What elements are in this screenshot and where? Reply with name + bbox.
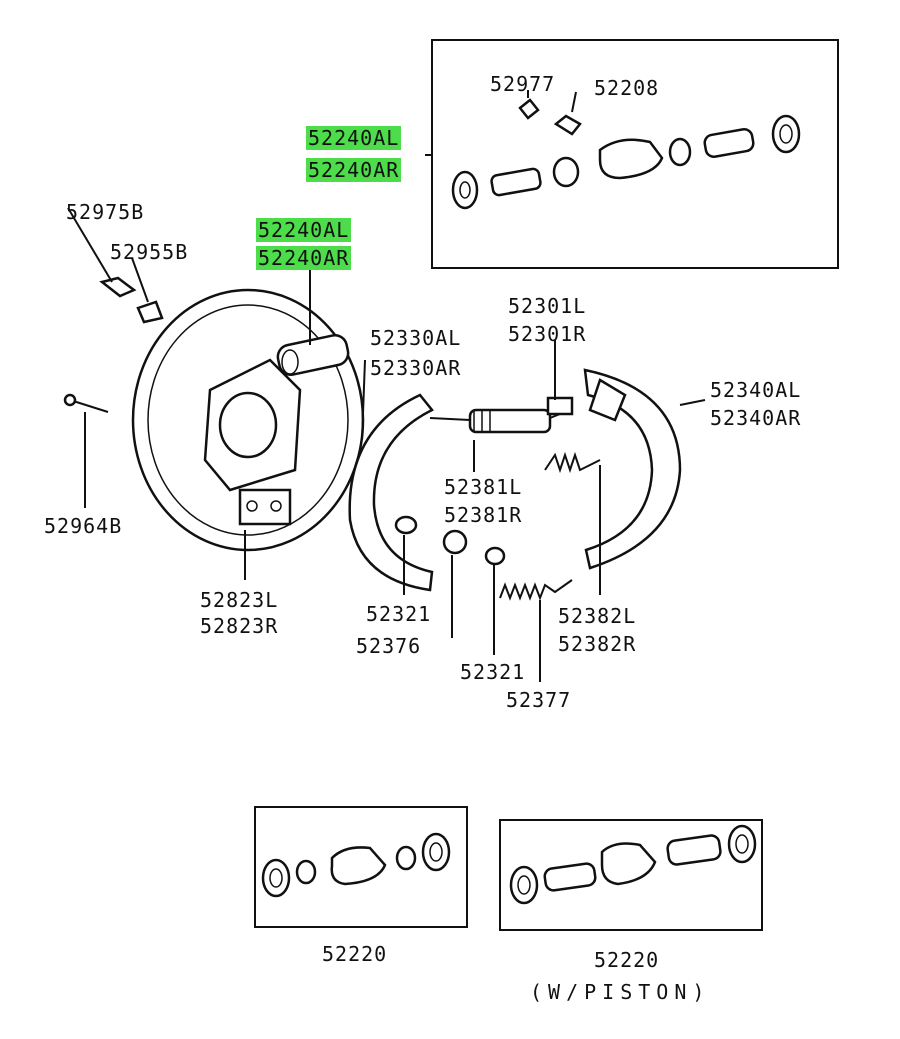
brake-shoes: [348, 368, 682, 592]
wheel-cylinder-exploded-box: [425, 39, 839, 269]
label-52321-b: 52321: [460, 660, 526, 684]
backing-plate: [131, 288, 365, 552]
label-52977: 52977: [490, 72, 556, 96]
label-52382l: 52382L: [558, 604, 637, 628]
label-52377: 52377: [506, 688, 572, 712]
label-52330al: 52330AL: [370, 326, 462, 350]
bolts: [63, 276, 164, 413]
wheel-cylinder-box-right: [499, 819, 763, 931]
label-52381l: 52381L: [444, 475, 523, 499]
wheel-cylinder-box-left: [254, 806, 468, 928]
label-52382r: 52382R: [558, 632, 637, 656]
label-52301r: 52301R: [508, 322, 587, 346]
label-52301l: 52301L: [508, 294, 587, 318]
label-52240al-top[interactable]: 52240AL: [306, 126, 402, 150]
label-52955b: 52955B: [110, 240, 189, 264]
leader-lines: [67, 207, 706, 682]
label-52240al-mid[interactable]: 52240AL: [256, 218, 352, 242]
label-52823l: 52823L: [200, 588, 279, 612]
label-52321-a: 52321: [366, 602, 432, 626]
label-w-piston: (W/PISTON): [530, 980, 711, 1004]
label-52220-left: 52220: [322, 942, 388, 966]
label-52964b: 52964B: [44, 514, 123, 538]
label-52340al: 52340AL: [710, 378, 802, 402]
label-52823r: 52823R: [200, 614, 279, 638]
label-52376: 52376: [356, 634, 422, 658]
label-52340ar: 52340AR: [710, 406, 802, 430]
label-52208: 52208: [594, 76, 660, 100]
adjuster-assembly: [429, 396, 574, 434]
label-52381r: 52381R: [444, 503, 523, 527]
springs: [394, 451, 601, 601]
label-52240ar-top[interactable]: 52240AR: [306, 158, 402, 182]
label-52220-right: 52220: [594, 948, 660, 972]
label-52975b: 52975B: [66, 200, 145, 224]
label-52240ar-mid[interactable]: 52240AR: [256, 246, 352, 270]
label-52330ar: 52330AR: [370, 356, 462, 380]
